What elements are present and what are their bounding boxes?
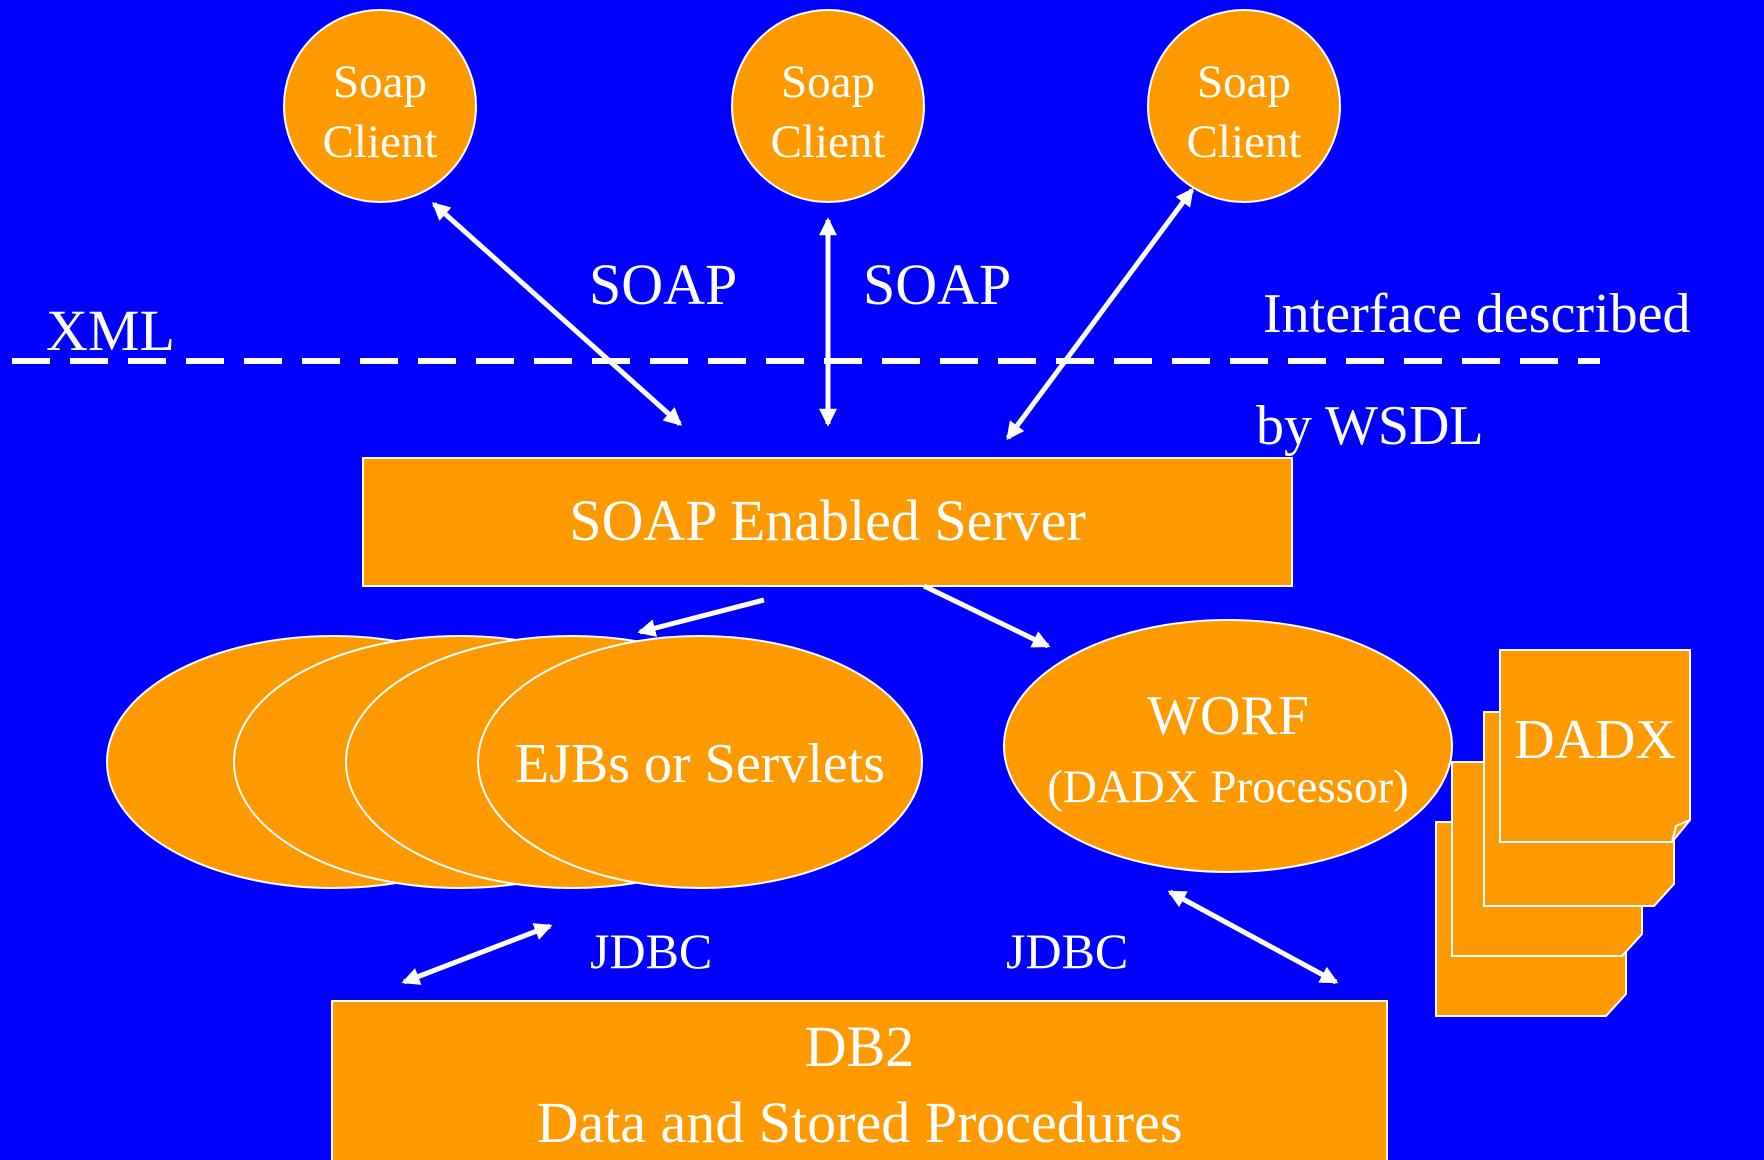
soap-server-label: SOAP Enabled Server: [569, 488, 1086, 553]
jdbc-arrow-right: [1167, 889, 1339, 985]
db2-title: DB2: [804, 1014, 915, 1079]
soap-client-2-label: Soap Client: [738, 52, 918, 172]
jdbc-label-right: JDBC: [1006, 923, 1129, 979]
db2-subtitle: Data and Stored Procedures: [536, 1090, 1183, 1155]
soap-server-box: [362, 457, 1293, 587]
soap-client-1-line1: Soap: [333, 56, 427, 108]
jdbc-label-left: JDBC: [590, 923, 713, 979]
soap-client-3-label: Soap Client: [1154, 52, 1334, 172]
worf-sublabel: (DADX Processor): [1047, 761, 1409, 813]
server-to-worf-arrow: [922, 583, 1051, 649]
soap-arrow-left: [431, 202, 683, 426]
interface-label-line1: Interface described: [1263, 283, 1691, 345]
soap-client-2-line1: Soap: [781, 56, 875, 108]
ejbs-label: EJBs or Servlets: [514, 733, 886, 795]
dadx-document-stack-icon: [1435, 649, 1691, 1017]
soap-client-3-line2: Client: [1186, 116, 1302, 168]
worf-label: WORF: [1147, 685, 1309, 747]
dadx-doc-1: [1499, 649, 1691, 843]
db2-box: [331, 1000, 1388, 1160]
worf-ellipse: [1003, 619, 1453, 873]
xml-label: XML: [46, 298, 175, 363]
soap-client-1-line2: Client: [322, 116, 438, 168]
soap-protocol-label-left: SOAP: [589, 252, 738, 317]
soap-protocol-label-right: SOAP: [863, 252, 1012, 317]
soap-client-1-circle: [283, 9, 477, 203]
soap-client-2-line2: Client: [770, 116, 886, 168]
ejb-ellipse-4: [477, 635, 923, 889]
soap-client-3-circle: [1147, 9, 1341, 203]
soap-client-1-label: Soap Client: [290, 52, 470, 172]
soap-arrow-right: [1005, 187, 1195, 441]
server-to-ejbs-arrow: [637, 597, 765, 637]
soap-client-3-line1: Soap: [1197, 56, 1291, 108]
jdbc-arrow-left: [401, 923, 553, 985]
interface-label-line2: by WSDL: [1256, 395, 1484, 457]
dadx-doc-1-fold: [1671, 819, 1691, 843]
dadx-label: DADX: [1514, 709, 1676, 771]
soap-client-2-circle: [731, 9, 925, 203]
